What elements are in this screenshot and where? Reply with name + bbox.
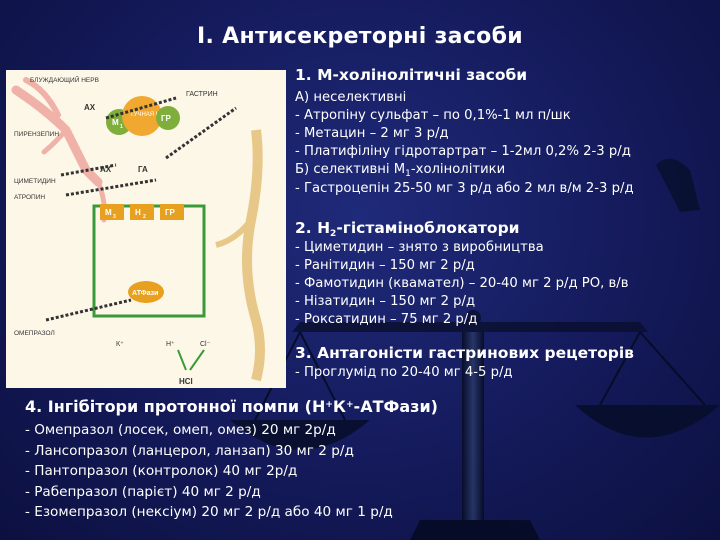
- svg-text:1: 1: [120, 124, 123, 130]
- section-m-cholinolytics: 1. М-холінолітичні засоби А) неселективн…: [295, 66, 715, 198]
- section1-heading: 1. М-холінолітичні засоби: [295, 66, 528, 84]
- acid-secretion-diagram: БЛУЖДАЮЩИЙ НЕРВ ГАСТРИН АХ ПИРЕНЗЕПИН М …: [6, 70, 286, 388]
- section2-heading: 2. Н2-гістаміноблокатори: [295, 219, 520, 239]
- cimetidine-label: ЦИМЕТИДИН: [14, 178, 56, 185]
- section4-line: - Лансопразол (ланцерол, ланзап) 30 мг 2…: [25, 442, 354, 459]
- section2-line: - Нізатидин – 150 мг 2 р/д: [295, 294, 476, 309]
- h-ion-label: Н⁺: [166, 341, 175, 348]
- atpase-label: АТФази: [132, 290, 158, 297]
- gr-receptor-top: [156, 106, 180, 130]
- svg-text:Н: Н: [135, 208, 141, 217]
- section1-line: - Метацин – 2 мг 3 р/д: [295, 126, 449, 141]
- slide-title: I. Антисекреторні засоби: [197, 24, 523, 49]
- ach-mid-label: АХ: [100, 165, 112, 174]
- section3-line: - Проглумід по 20-40 мг 4-5 р/д: [295, 365, 513, 380]
- svg-text:М: М: [105, 208, 112, 217]
- section1-line: - Атропіну сульфат – по 0,1%-1 мл п/шк: [295, 108, 571, 123]
- section2-line: - Циметидин – знято з виробництва: [295, 240, 544, 255]
- mast-cell-label: ТУЧНАЯ КЛЕТКА: [130, 112, 178, 118]
- pirenzepine-label: ПИРЕНЗЕПИН: [14, 131, 59, 138]
- svg-text:М: М: [112, 118, 119, 127]
- vagus-nerve-label: БЛУЖДАЮЩИЙ НЕРВ: [30, 75, 99, 84]
- ga-label: ГА: [138, 165, 148, 174]
- gastrin-label: ГАСТРИН: [186, 91, 218, 98]
- section2-line: - Роксатидин – 75 мг 2 р/д: [295, 312, 478, 327]
- section4-line: - Рабепразол (парієт) 40 мг 2 р/д: [25, 483, 261, 500]
- h2-receptor: [130, 204, 154, 220]
- section4-heading: 4. Інгібітори протонної помпи (Н+К+-АТФа…: [25, 397, 438, 416]
- atpase-pump: [128, 281, 164, 303]
- section1-line: - Гастроцепін 25-50 мг 3 р/д або 2 мл в/…: [295, 181, 634, 196]
- hcl-label: НСl: [179, 377, 193, 386]
- svg-text:ГР: ГР: [165, 208, 176, 217]
- section1-selective-line: Б) селективні М1-холінолітики: [295, 162, 506, 179]
- omeprazole-label: ОМЕПРАЗОЛ: [14, 330, 55, 337]
- m3-receptor: [100, 204, 124, 220]
- ach-top-label: АХ: [84, 103, 96, 112]
- gastrin-cell-shape: [242, 129, 265, 382]
- section1-line: А) неселективні: [295, 90, 407, 105]
- svg-text:ГР: ГР: [161, 114, 172, 123]
- section4-line: - Пантопразол (контролок) 40 мг 2р/д: [25, 463, 298, 479]
- cl-ion-label: Сl⁻: [200, 341, 211, 348]
- section2-line: - Фамотидин (квамател) – 20-40 мг 2 р/д …: [295, 276, 629, 291]
- section3-heading: 3. Антагоністи гастринових рецеторів: [295, 344, 634, 362]
- k-ion-label: К⁺: [116, 341, 124, 348]
- section4-line: - Омепразол (лосек, омеп, омез) 20 мг 2р…: [25, 422, 336, 438]
- svg-text:2: 2: [143, 214, 146, 220]
- acid-secretion-diagram-svg: БЛУЖДАЮЩИЙ НЕРВ ГАСТРИН АХ ПИРЕНЗЕПИН М …: [11, 75, 265, 386]
- atropine-label: АТРОПИН: [14, 194, 45, 201]
- gr-receptor-mid: [160, 204, 184, 220]
- svg-text:3: 3: [113, 214, 116, 220]
- section-gastrin-antagonists: 3. Антагоністи гастринових рецеторів - П…: [295, 344, 715, 382]
- section2-line: - Ранітидин – 150 мг 2 р/д: [295, 258, 475, 273]
- section-h2-blockers: 2. Н2-гістаміноблокатори - Циметидин – з…: [295, 219, 715, 329]
- section-proton-pump-inhibitors: 4. Інгібітори протонної помпи (Н+К+-АТФа…: [25, 397, 705, 523]
- section1-line: - Платифіліну гідротартрат – 1-2мл 0,2% …: [295, 144, 631, 159]
- section4-line: - Езомепразол (нексіум) 20 мг 2 р/д або …: [25, 504, 393, 520]
